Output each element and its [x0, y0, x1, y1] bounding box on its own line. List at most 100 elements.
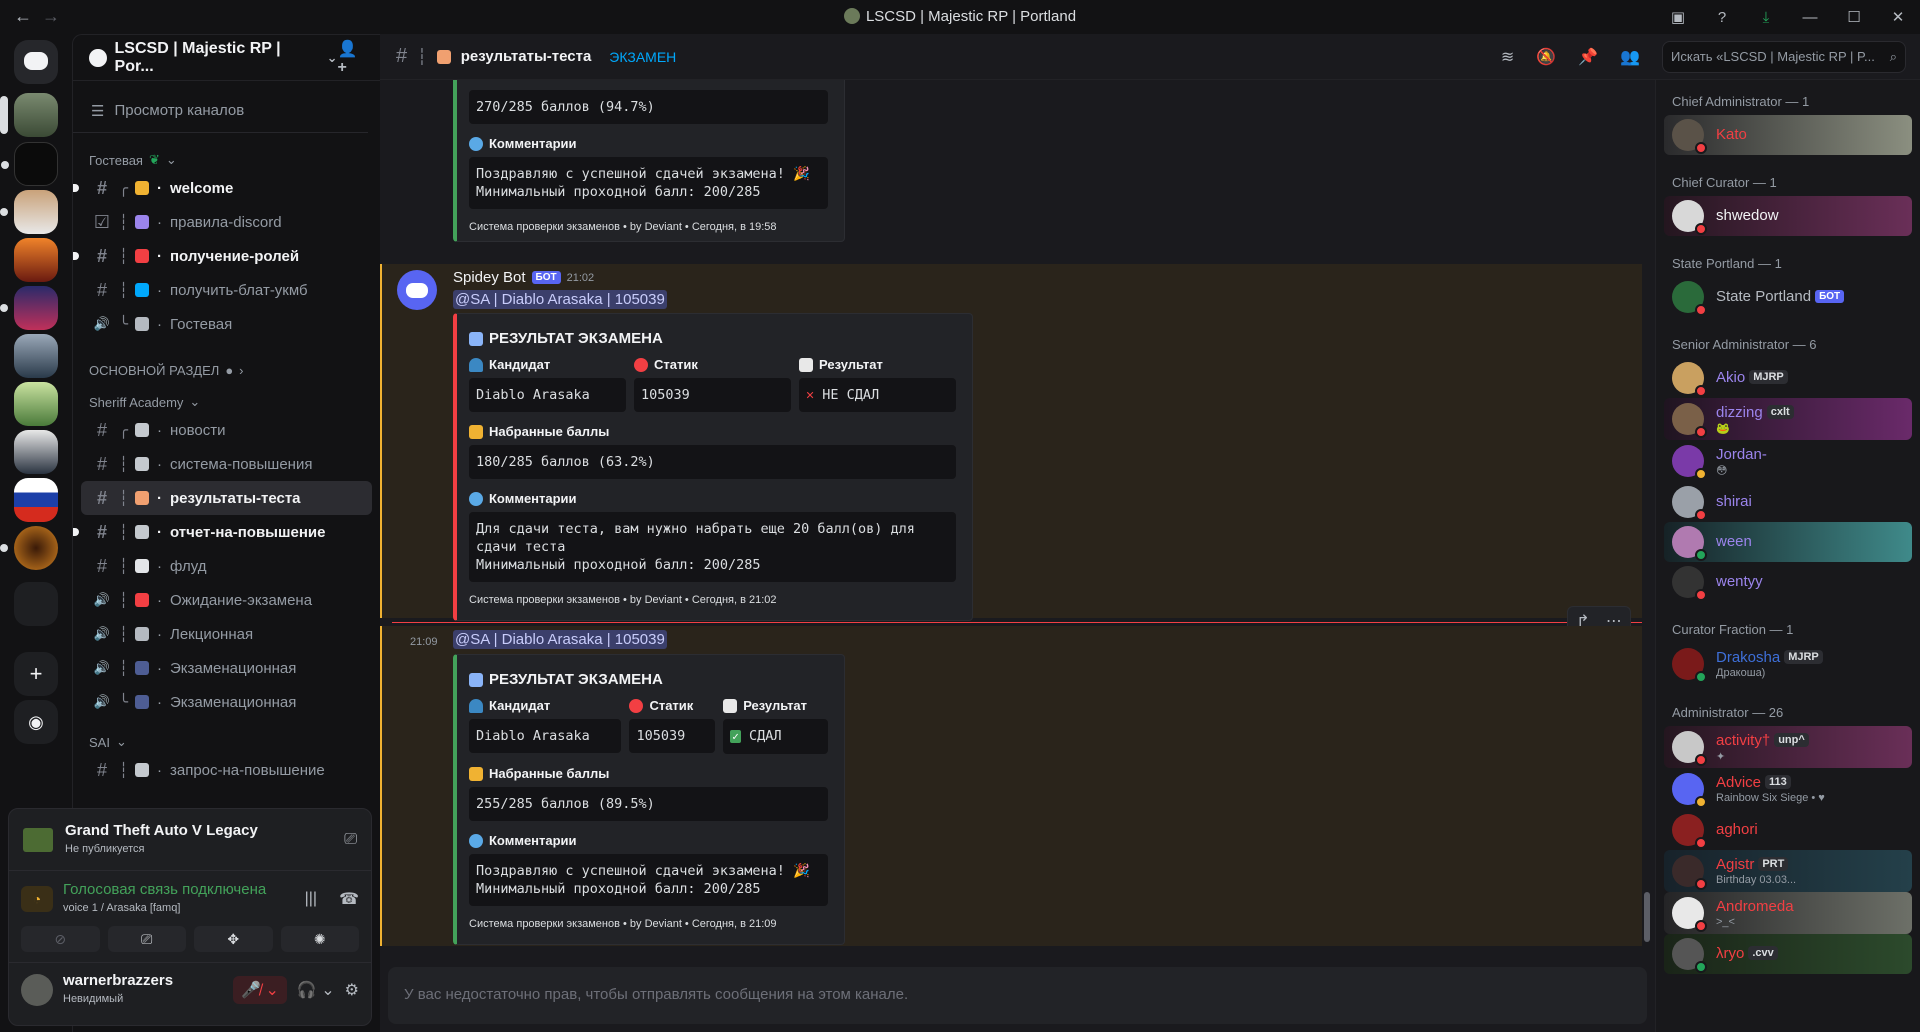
- member-activity†[interactable]: activity†unp^✦: [1664, 726, 1912, 768]
- channel-запрос-на-повышение[interactable]: #┆·запрос-на-повышение: [81, 753, 372, 787]
- help-icon[interactable]: ?: [1717, 8, 1727, 26]
- channel-Ожидание-экзамена[interactable]: 🔊┆·Ожидание-экзамена: [81, 583, 372, 617]
- category-academy[interactable]: Sheriff Academy⌄: [73, 391, 380, 413]
- gear-icon[interactable]: ⚙: [344, 981, 359, 999]
- bullet: ·: [157, 557, 162, 575]
- channel-topic[interactable]: ЭКЗАМЕН: [609, 48, 677, 65]
- minimize-button[interactable]: —: [1802, 8, 1818, 26]
- member-State Portland[interactable]: State PortlandБОТ: [1664, 277, 1912, 317]
- channel-флуд[interactable]: #┆·флуд: [81, 549, 372, 583]
- server-icon[interactable]: [14, 478, 58, 522]
- bot-avatar[interactable]: [397, 270, 437, 310]
- category-main[interactable]: ОСНОВНОЙ РАЗДЕЛ●›: [73, 359, 380, 381]
- member-status-text: Rainbow Six Siege • ♥: [1716, 792, 1825, 804]
- member-Andromeda[interactable]: Andromeda>_<: [1664, 892, 1912, 934]
- channel-Гостевая[interactable]: 🔊╰·Гостевая: [81, 307, 372, 341]
- server-icon[interactable]: [1, 142, 58, 186]
- headphones-icon[interactable]: 🎧 ⌄: [296, 981, 335, 999]
- members-icon[interactable]: 👥: [1620, 48, 1640, 66]
- channel-система-повышения[interactable]: #┆·система-повышения: [81, 447, 372, 481]
- user-mention[interactable]: @SA | Diablo Arasaka | 105039: [453, 290, 667, 309]
- invite-icon[interactable]: 👤+: [337, 40, 358, 76]
- channel-отчет-на-повышение[interactable]: #┆·отчет-на-повышение: [73, 515, 372, 549]
- channel-label: система-повышения: [170, 455, 313, 473]
- channel-новости[interactable]: #╭·новости: [81, 413, 372, 447]
- server-icon[interactable]: [14, 334, 58, 378]
- channel-welcome[interactable]: #╭·welcome: [73, 171, 372, 205]
- user-mention[interactable]: @SA | Diablo Arasaka | 105039: [453, 630, 667, 649]
- soundboard-button[interactable]: ✺: [280, 926, 359, 952]
- pin-icon[interactable]: 📌: [1578, 48, 1599, 66]
- category-sai[interactable]: SAI⌄: [73, 731, 380, 753]
- server-icon[interactable]: [14, 382, 58, 426]
- hash-icon: #: [96, 419, 107, 440]
- channel-Экзаменационная[interactable]: 🔊╰·Экзаменационная: [81, 685, 372, 719]
- voice-connected-label[interactable]: Голосовая связь подключена: [63, 881, 267, 898]
- download-icon[interactable]: ⤓: [1762, 8, 1770, 26]
- chart-icon: [469, 672, 483, 687]
- channel-правила-discord[interactable]: ☑┆·правила-discord: [81, 205, 372, 239]
- camera-button[interactable]: ⊘: [21, 926, 100, 952]
- bullet: ·: [157, 489, 162, 507]
- member-shirai[interactable]: shirai: [1664, 482, 1912, 522]
- avatar: [1672, 855, 1707, 890]
- noise-icon[interactable]: |||: [304, 889, 318, 907]
- scrollbar[interactable]: [1644, 892, 1650, 942]
- channel-label: Гостевая: [170, 315, 233, 333]
- inbox-icon[interactable]: ▣: [1670, 9, 1686, 26]
- back-arrow-icon[interactable]: ←: [14, 6, 32, 26]
- tree-connector: ┆: [119, 762, 129, 779]
- member-wentyy[interactable]: wentyy: [1664, 562, 1912, 602]
- activities-button[interactable]: ✥: [194, 926, 273, 952]
- forward-icon[interactable]: ↱: [1576, 613, 1590, 630]
- maximize-button[interactable]: ☐: [1847, 9, 1861, 26]
- member-λryo[interactable]: λryo.cvv: [1664, 934, 1912, 974]
- mic-muted-button[interactable]: 🎤̸ ⌄: [233, 975, 287, 1004]
- forward-arrow-icon[interactable]: →: [42, 6, 60, 26]
- disconnect-icon[interactable]: ☎: [339, 890, 359, 908]
- server-icon[interactable]: [0, 286, 58, 330]
- server-icon[interactable]: [14, 430, 58, 474]
- author-name[interactable]: Spidey Bot: [453, 269, 526, 286]
- channel-получение-ролей[interactable]: #┆·получение-ролей: [73, 239, 372, 273]
- voice-channel[interactable]: voice 1 / Arasaka [famq]: [63, 902, 181, 914]
- avatar: [1672, 897, 1707, 932]
- more-icon[interactable]: ⋯: [1605, 613, 1622, 630]
- server-header[interactable]: LSCSD | Majestic RP | Por... ⌄ 👤+: [73, 35, 380, 81]
- add-server-button[interactable]: +: [14, 652, 58, 696]
- channel-Экзаменационная[interactable]: 🔊┆·Экзаменационная: [81, 651, 372, 685]
- member-shwedow[interactable]: shwedow: [1664, 196, 1912, 236]
- channel-emoji-icon: [135, 593, 149, 607]
- channel-результаты-теста[interactable]: #┆·результаты-теста: [81, 481, 372, 515]
- server-icon[interactable]: [0, 526, 58, 570]
- chevron-down-icon: ⌄: [165, 152, 177, 167]
- member-aghori[interactable]: aghori: [1664, 810, 1912, 850]
- stream-icon[interactable]: ⎚: [344, 830, 357, 848]
- search-input[interactable]: Искать «LSCSD | Majestic RP | P...⌕: [1662, 40, 1906, 73]
- threads-icon[interactable]: ≋: [1500, 48, 1515, 66]
- avatar[interactable]: [21, 973, 53, 1006]
- category-guest[interactable]: Гостевая❦⌄: [73, 149, 380, 171]
- server-icon-portland[interactable]: [0, 93, 58, 137]
- server-icon[interactable]: [0, 190, 58, 234]
- channel-получить-блат-укмб[interactable]: #┆·получить-блат-укмб: [81, 273, 372, 307]
- cross-mark-icon: ✕: [806, 387, 815, 403]
- member-Kato[interactable]: Kato: [1664, 115, 1912, 155]
- browse-channels[interactable]: ☰Просмотр каналов: [73, 89, 368, 133]
- member-Jordan-[interactable]: Jordan-😳: [1664, 440, 1912, 482]
- person-icon: [469, 698, 483, 713]
- screen-share-button[interactable]: ⎚: [107, 926, 186, 952]
- server-icon[interactable]: [14, 582, 58, 626]
- member-ween[interactable]: ween: [1664, 522, 1912, 562]
- mute-bell-icon[interactable]: 🔕: [1536, 48, 1557, 66]
- channel-Лекционная[interactable]: 🔊┆·Лекционная: [81, 617, 372, 651]
- server-icon[interactable]: [14, 238, 58, 282]
- discover-button[interactable]: ◉: [14, 700, 58, 744]
- home-button[interactable]: [14, 40, 58, 84]
- close-button[interactable]: ✕: [1891, 9, 1905, 26]
